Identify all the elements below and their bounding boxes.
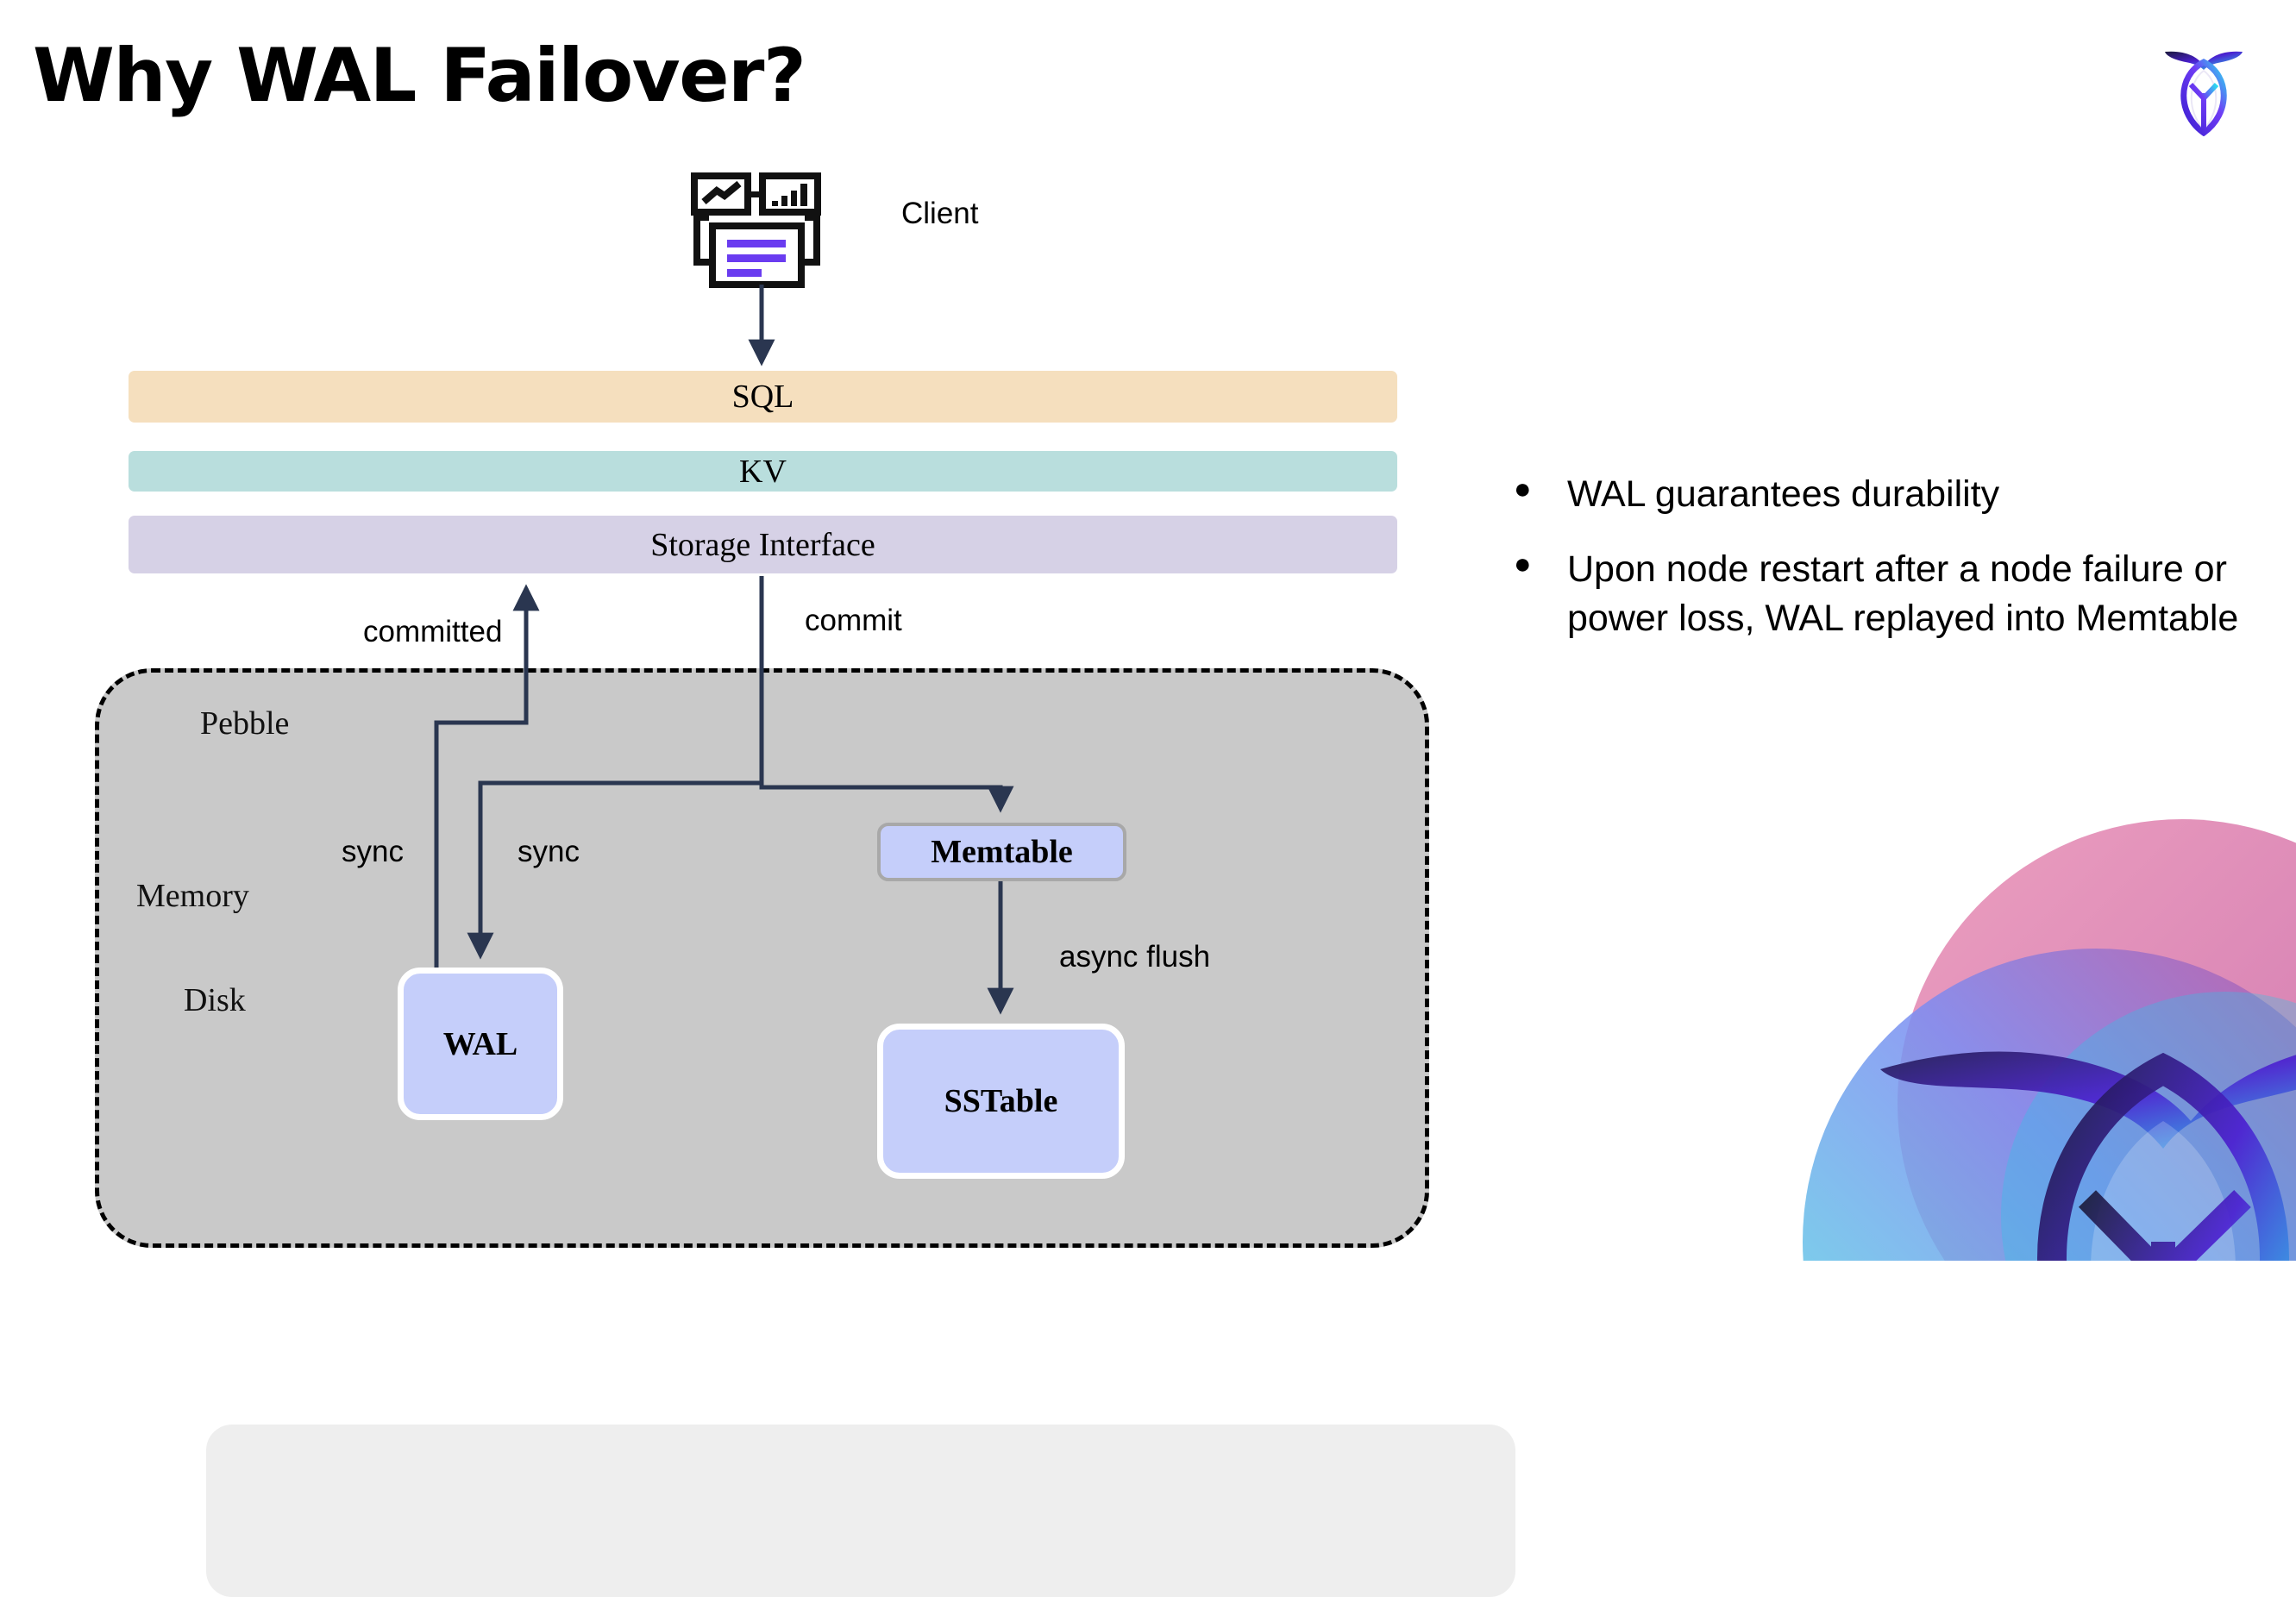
- box-sstable[interactable]: SSTable: [877, 1024, 1125, 1179]
- client-dashboard-icon: [690, 172, 824, 289]
- notes-bullet-list: ● WAL guarantees durability ● Upon node …: [1514, 470, 2247, 670]
- box-label-wal: WAL: [442, 1025, 518, 1062]
- edge-label-commit: commit: [805, 604, 902, 637]
- box-wal[interactable]: WAL: [398, 968, 563, 1120]
- bullet-text: WAL guarantees durability: [1567, 473, 2000, 515]
- edge-label-sync-1: sync: [342, 835, 404, 868]
- client-label: Client: [901, 197, 979, 230]
- disk-label: Disk: [184, 982, 246, 1018]
- pebble-container: [95, 668, 1515, 1597]
- list-item: ● Upon node restart after a node failure…: [1514, 545, 2247, 643]
- bullet-marker-icon: ●: [1514, 548, 1532, 581]
- box-label-sstable: SSTable: [944, 1083, 1058, 1119]
- memory-region: [206, 1425, 1515, 1597]
- list-item: ● WAL guarantees durability: [1514, 470, 2247, 519]
- bullet-marker-icon: ●: [1514, 473, 1532, 505]
- box-memtable[interactable]: Memtable: [877, 823, 1126, 881]
- edge-label-async-flush: async flush: [1059, 940, 1211, 974]
- bullet-text: Upon node restart after a node failure o…: [1567, 548, 2239, 640]
- layer-label-sql: SQL: [731, 379, 794, 415]
- edge-label-committed: committed: [363, 615, 503, 648]
- layer-label-storage: Storage Interface: [650, 526, 875, 563]
- layer-bar-kv: KV: [129, 451, 1397, 492]
- pebble-label: Pebble: [200, 705, 290, 742]
- cockroachdb-logo: [2148, 33, 2260, 137]
- page-title: Why WAL Failover?: [33, 33, 806, 119]
- box-label-memtable: Memtable: [931, 834, 1073, 870]
- layer-bar-sql: SQL: [129, 371, 1397, 423]
- layer-label-kv: KV: [739, 453, 787, 490]
- edge-label-sync-2: sync: [518, 835, 580, 868]
- cockroachdb-watermark: [1742, 811, 2296, 1261]
- layer-bar-storage: Storage Interface: [129, 516, 1397, 573]
- memory-label: Memory: [136, 878, 249, 914]
